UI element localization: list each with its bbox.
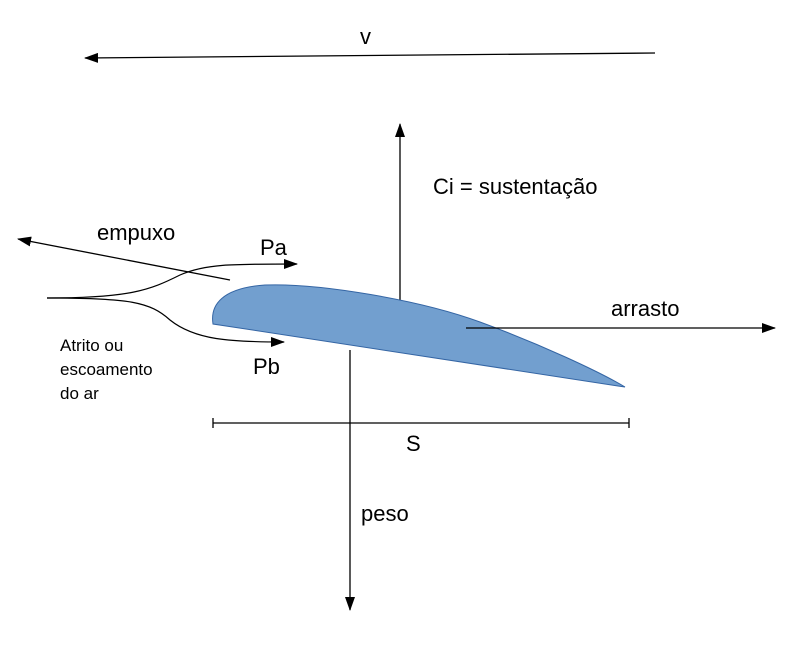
friction-label-line3: do ar: [60, 383, 99, 403]
friction-label-line1: Atrito ou: [60, 336, 124, 355]
velocity-label: v: [360, 24, 371, 49]
weight-label: peso: [361, 501, 409, 526]
airflow-upper-streamline: [46, 259, 298, 299]
span-label: S: [406, 431, 421, 456]
thrust-label: empuxo: [97, 220, 176, 245]
pressure-top-label: Pa: [260, 235, 287, 260]
friction-label-line2: escoamento: [60, 359, 153, 379]
thrust-arrow: [17, 236, 231, 281]
pressure-bottom-label: Pb: [253, 354, 280, 379]
airflow-lower-streamline: [46, 297, 285, 347]
velocity-arrow: [84, 52, 656, 63]
drag-label: arrasto: [611, 296, 680, 321]
lift-label: Ci = sustentação: [433, 174, 598, 199]
airfoil-shape: [212, 284, 626, 388]
friction-label: Atrito ou escoamento do ar: [60, 334, 200, 405]
